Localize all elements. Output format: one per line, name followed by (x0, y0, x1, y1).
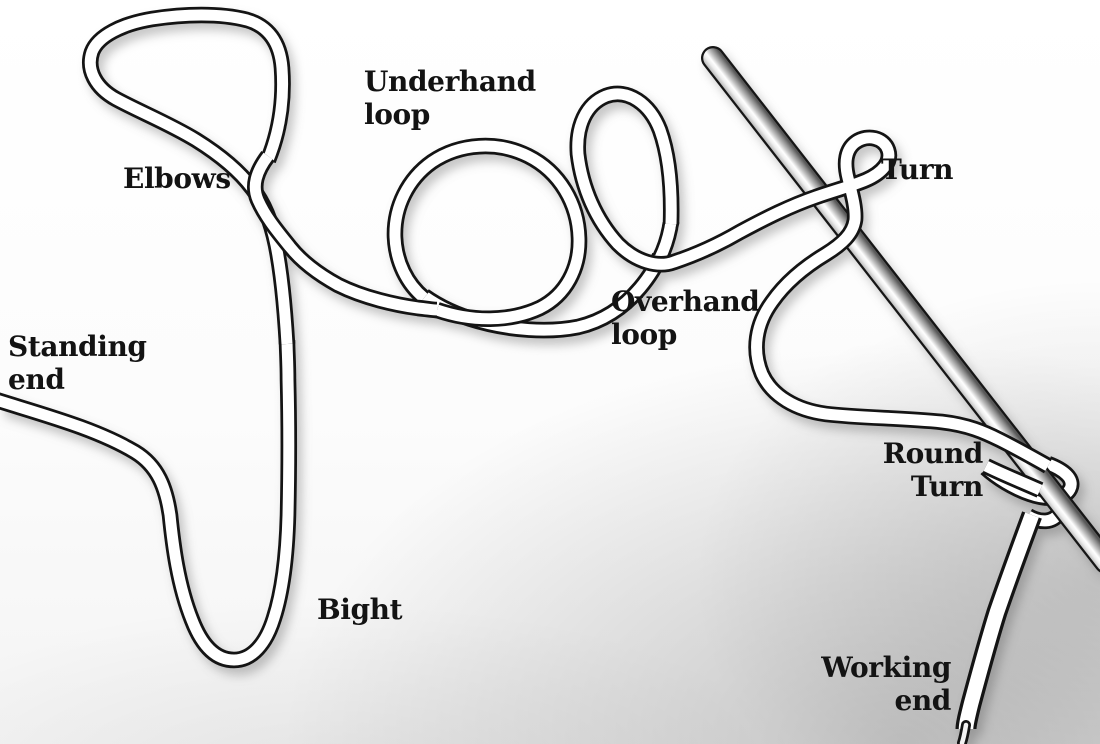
label-underhand-loop: Underhand loop (364, 65, 536, 132)
label-line: Underhand (364, 65, 536, 98)
label-line: Round (882, 437, 984, 470)
label-line: end (8, 362, 65, 396)
label-line: Bight (317, 593, 403, 626)
label-bight: Bight (317, 593, 403, 627)
label-line: Elbows (123, 162, 231, 195)
rope-overhand-loop-entry (660, 222, 671, 258)
rod (701, 46, 1100, 573)
label-overhand-loop: Overhand loop (611, 285, 760, 352)
rope-underhand-loop (395, 146, 579, 319)
label-line: Working (821, 651, 951, 684)
label-working-end: Working end (821, 651, 951, 718)
label-round-turn: Round Turn (882, 437, 984, 504)
label-line: loop (611, 317, 677, 351)
label-line: Turn (910, 469, 984, 503)
label-line: loop (364, 97, 430, 131)
label-standing-end: Standing end (8, 330, 147, 397)
label-turn: Turn (881, 153, 954, 187)
rope-working-end (962, 515, 1032, 743)
label-line: Turn (881, 153, 954, 186)
label-elbows: Elbows (123, 162, 231, 196)
label-line: Standing (8, 330, 147, 363)
label-line: end (894, 683, 951, 717)
label-line: Overhand (611, 285, 760, 318)
